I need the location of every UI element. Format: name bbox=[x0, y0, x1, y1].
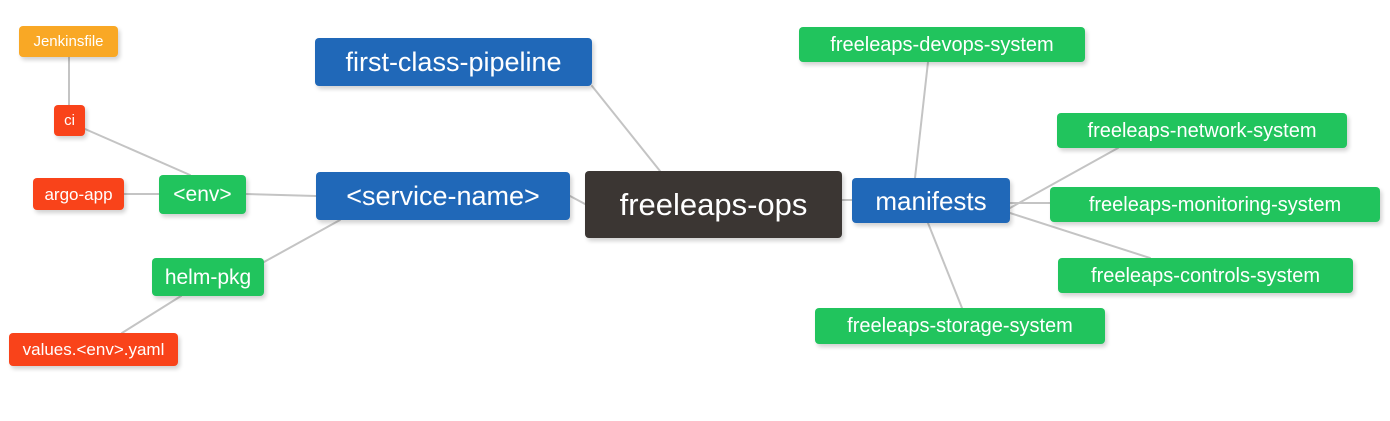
edge-freeleaps-ops-to-service-name bbox=[569, 195, 586, 205]
node-label-argo-app: argo-app bbox=[44, 184, 113, 204]
node-label-freeleaps-ops: freeleaps-ops bbox=[619, 187, 808, 222]
node-label-jenkinsfile: Jenkinsfile bbox=[33, 33, 104, 50]
node-jenkinsfile[interactable]: Jenkinsfile bbox=[19, 26, 118, 57]
node-label-freeleaps-monitoring-system: freeleaps-monitoring-system bbox=[1088, 193, 1342, 216]
edge-env-to-ci bbox=[84, 128, 191, 176]
edge-manifests-to-freeleaps-storage-system bbox=[927, 222, 963, 309]
node-values-env-yaml[interactable]: values.<env>.yaml bbox=[9, 333, 178, 366]
node-label-freeleaps-network-system: freeleaps-network-system bbox=[1087, 119, 1317, 142]
node-service-name[interactable]: <service-name> bbox=[316, 172, 570, 220]
node-argo-app[interactable]: argo-app bbox=[33, 178, 124, 210]
node-freeleaps-monitoring-system[interactable]: freeleaps-monitoring-system bbox=[1050, 187, 1380, 222]
node-label-service-name: <service-name> bbox=[346, 180, 540, 211]
edge-manifests-to-freeleaps-network-system bbox=[1009, 147, 1119, 209]
node-label-first-class-pipeline: first-class-pipeline bbox=[345, 46, 562, 77]
edge-freeleaps-ops-to-first-class-pipeline bbox=[591, 85, 661, 172]
edge-manifests-to-freeleaps-controls-system bbox=[1009, 212, 1151, 259]
node-label-helm-pkg: helm-pkg bbox=[164, 265, 252, 289]
edge-service-name-to-helm-pkg bbox=[263, 219, 341, 263]
node-label-freeleaps-storage-system: freeleaps-storage-system bbox=[847, 315, 1073, 337]
edge-manifests-to-freeleaps-devops-system bbox=[914, 61, 929, 179]
node-label-values-env-yaml: values.<env>.yaml bbox=[22, 340, 165, 359]
node-label-manifests: manifests bbox=[875, 185, 987, 216]
node-helm-pkg[interactable]: helm-pkg bbox=[152, 258, 264, 296]
node-ci[interactable]: ci bbox=[54, 105, 85, 136]
node-manifests[interactable]: manifests bbox=[852, 178, 1010, 223]
node-env[interactable]: <env> bbox=[159, 175, 246, 214]
node-label-ci: ci bbox=[64, 112, 75, 129]
node-freeleaps-ops[interactable]: freeleaps-ops bbox=[585, 171, 842, 238]
node-first-class-pipeline[interactable]: first-class-pipeline bbox=[315, 38, 592, 86]
node-freeleaps-network-system[interactable]: freeleaps-network-system bbox=[1057, 113, 1347, 148]
node-label-freeleaps-controls-system: freeleaps-controls-system bbox=[1091, 264, 1320, 287]
node-freeleaps-storage-system[interactable]: freeleaps-storage-system bbox=[815, 308, 1105, 344]
edge-helm-pkg-to-values-env-yaml bbox=[121, 295, 182, 334]
edge-service-name-to-env bbox=[245, 193, 317, 197]
node-freeleaps-devops-system[interactable]: freeleaps-devops-system bbox=[799, 27, 1085, 62]
node-label-env: <env> bbox=[173, 183, 232, 206]
node-freeleaps-controls-system[interactable]: freeleaps-controls-system bbox=[1058, 258, 1353, 293]
node-label-freeleaps-devops-system: freeleaps-devops-system bbox=[830, 33, 1054, 56]
